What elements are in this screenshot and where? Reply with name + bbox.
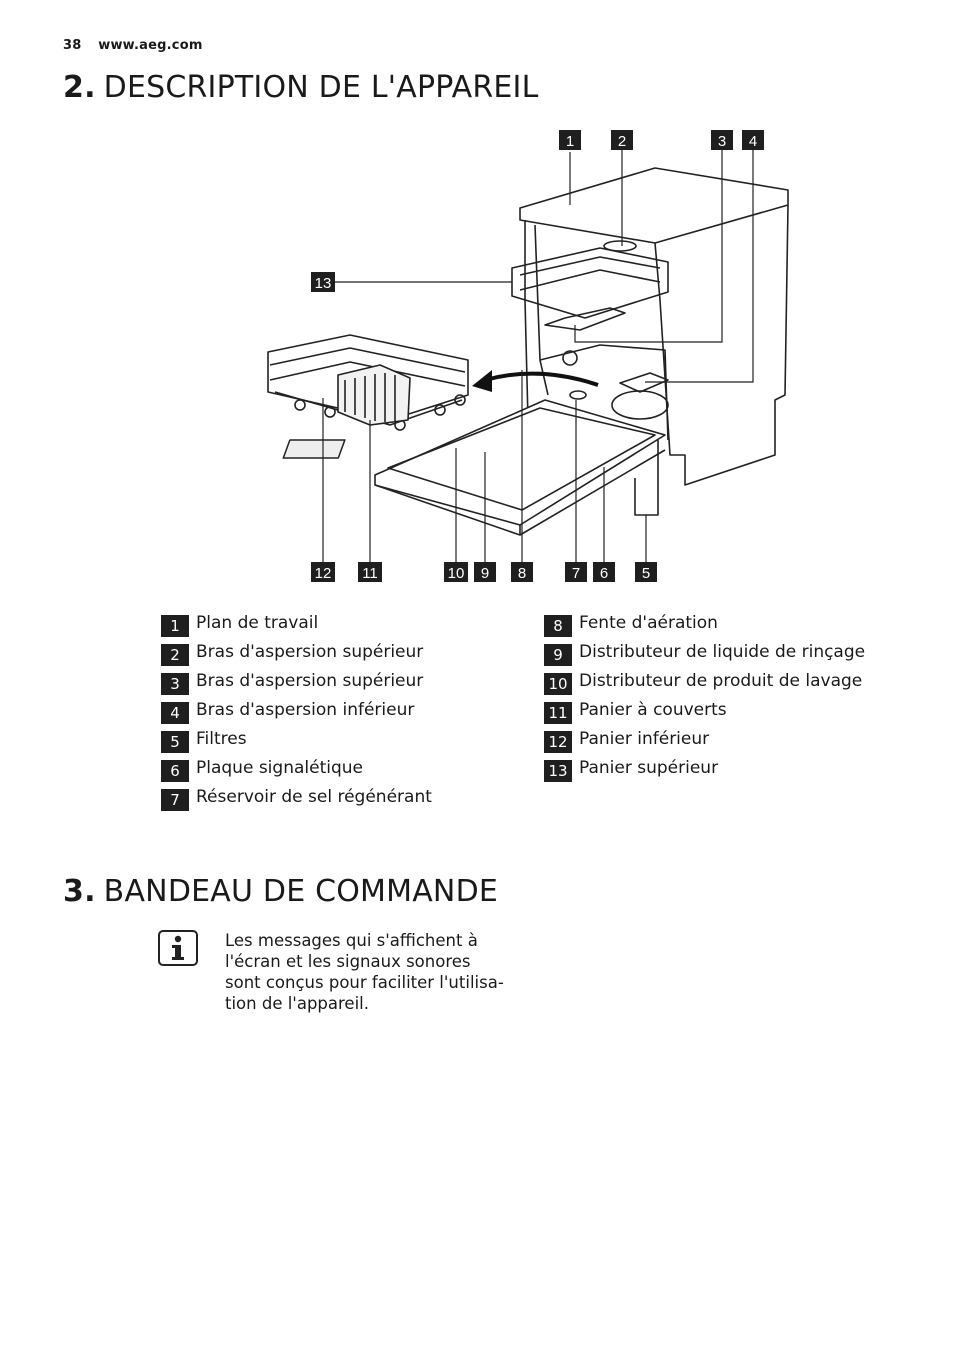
legend-label: Distributeur de produit de lavage xyxy=(579,671,863,691)
legend-number: 3 xyxy=(161,673,189,695)
lower-basket-shape xyxy=(267,334,469,421)
legend-label: Panier inférieur xyxy=(579,729,710,749)
legend-right: 8 Fente d'aération 9 Distributeur de liqui… xyxy=(544,612,865,786)
legend-number: 1 xyxy=(161,615,189,637)
callout-8: 8 xyxy=(511,562,533,582)
page-number: 38 xyxy=(63,38,82,53)
legend-number: 5 xyxy=(161,731,189,753)
legend-label: Panier supérieur xyxy=(579,758,719,778)
website-link[interactable]: www.aeg.com xyxy=(98,38,203,53)
svg-text:8: 8 xyxy=(518,565,526,582)
legend-number: 11 xyxy=(544,702,572,724)
legend-number: 13 xyxy=(544,760,572,782)
svg-text:12: 12 xyxy=(315,565,332,582)
svg-text:13: 13 xyxy=(315,275,332,292)
legend-item: 6 Plaque signalétique xyxy=(161,757,432,786)
legend-item: 12 Panier inférieur xyxy=(544,728,865,757)
svg-text:3: 3 xyxy=(718,133,726,150)
dishwasher-diagram: 1 2 3 4 13 12 11 10 9 8 7 6 5 xyxy=(267,130,789,582)
page-header: 38 www.aeg.com xyxy=(63,38,203,53)
legend-number: 2 xyxy=(161,644,189,666)
legend-item: 1 Plan de travail xyxy=(161,612,432,641)
legend-item: 8 Fente d'aération xyxy=(544,612,865,641)
svg-text:4: 4 xyxy=(749,133,757,150)
removal-arrow xyxy=(484,371,599,387)
callout-7: 7 xyxy=(565,562,587,582)
section-title-text: DESCRIPTION DE L'APPAREIL xyxy=(103,70,539,105)
info-line: sont conçus pour faciliter l'utilisa- xyxy=(225,973,504,992)
legend-label: Plan de travail xyxy=(196,613,319,633)
worktop-shape xyxy=(519,167,789,244)
legend-label: Bras d'aspersion inférieur xyxy=(196,700,415,720)
legend-number: 4 xyxy=(161,702,189,724)
section-number: 2. xyxy=(63,70,96,105)
legend-item: 10 Distributeur de produit de lavage xyxy=(544,670,865,699)
info-note: Les messages qui s'affichent à l'écran e… xyxy=(158,930,525,1014)
door-shape xyxy=(374,399,666,526)
cutlery-basket-shape xyxy=(337,364,411,426)
legend-number: 8 xyxy=(544,615,572,637)
legend-number: 9 xyxy=(544,644,572,666)
callout-12: 12 xyxy=(311,562,335,582)
legend-item: 4 Bras d'aspersion inférieur xyxy=(161,699,432,728)
info-line: l'écran et les signaux sonores xyxy=(225,952,471,971)
info-line: Les messages qui s'affichent à xyxy=(225,931,478,950)
info-text: Les messages qui s'affichent à l'écran e… xyxy=(225,930,525,1014)
legend-label: Réservoir de sel régénérant xyxy=(196,787,432,807)
info-line: tion de l'appareil. xyxy=(225,994,369,1013)
info-icon xyxy=(158,930,198,966)
callout-11: 11 xyxy=(358,562,382,582)
section-number: 3. xyxy=(63,874,96,909)
legend-number: 7 xyxy=(161,789,189,811)
section-title-description: 2.DESCRIPTION DE L'APPAREIL xyxy=(63,70,539,105)
svg-text:1: 1 xyxy=(566,133,574,150)
callout-10: 10 xyxy=(444,562,468,582)
legend-number: 10 xyxy=(544,673,572,695)
callout-9: 9 xyxy=(474,562,496,582)
callout-6: 6 xyxy=(593,562,615,582)
legend-number: 6 xyxy=(161,760,189,782)
svg-text:10: 10 xyxy=(448,565,465,582)
legend-item: 2 Bras d'aspersion supérieur xyxy=(161,641,432,670)
callout-1: 1 xyxy=(559,130,581,150)
callout-2: 2 xyxy=(611,130,633,150)
svg-text:6: 6 xyxy=(600,565,608,582)
legend-label: Distributeur de liquide de rinçage xyxy=(579,642,866,662)
svg-text:7: 7 xyxy=(572,565,580,582)
legend-label: Filtres xyxy=(196,729,247,749)
upper-basket-shape xyxy=(511,247,669,319)
svg-text:9: 9 xyxy=(481,565,489,582)
legend-label: Bras d'aspersion supérieur xyxy=(196,642,424,662)
callout-3: 3 xyxy=(711,130,733,150)
cabinet-side xyxy=(654,204,789,486)
svg-text:2: 2 xyxy=(618,133,626,150)
legend-item: 7 Réservoir de sel régénérant xyxy=(161,786,432,815)
legend-label: Bras d'aspersion supérieur xyxy=(196,671,424,691)
svg-text:5: 5 xyxy=(642,565,650,582)
legend-number: 12 xyxy=(544,731,572,753)
legend-label: Plaque signalétique xyxy=(196,758,363,778)
legend-label: Fente d'aération xyxy=(579,613,718,633)
section-title-control-panel: 3.BANDEAU DE COMMANDE xyxy=(63,874,498,909)
callout-13: 13 xyxy=(311,272,335,292)
callout-4: 4 xyxy=(742,130,764,150)
legend-item: 5 Filtres xyxy=(161,728,432,757)
callout-5: 5 xyxy=(635,562,657,582)
section-title-text: BANDEAU DE COMMANDE xyxy=(103,874,499,909)
legend-item: 13 Panier supérieur xyxy=(544,757,865,786)
legend-label: Panier à couverts xyxy=(579,700,727,720)
legend-item: 9 Distributeur de liquide de rinçage xyxy=(544,641,865,670)
legend-item: 11 Panier à couverts xyxy=(544,699,865,728)
svg-text:11: 11 xyxy=(362,565,378,582)
legend-item: 3 Bras d'aspersion supérieur xyxy=(161,670,432,699)
